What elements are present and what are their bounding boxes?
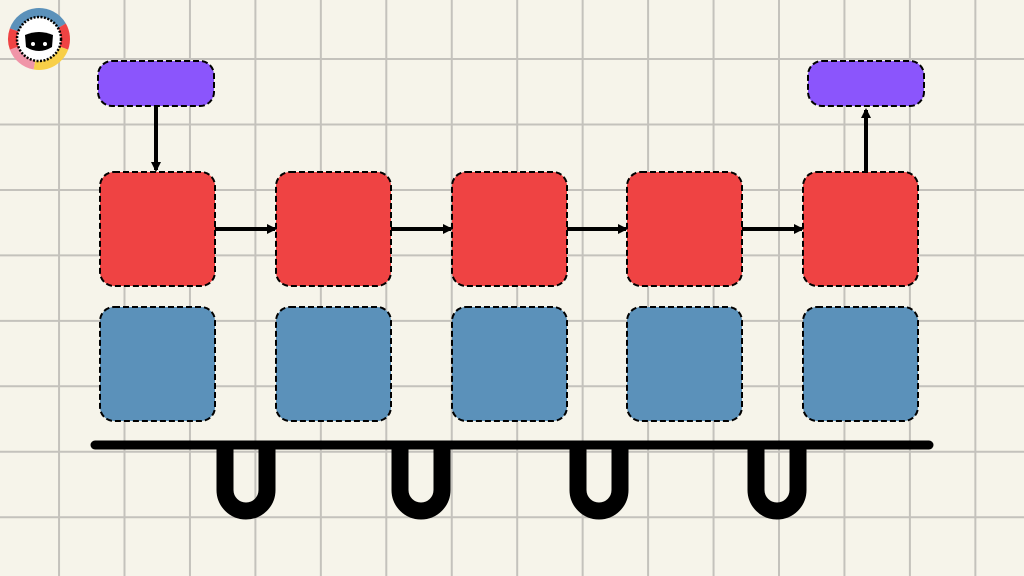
rail-loop: [216, 445, 276, 520]
hidden-state-node: [802, 171, 919, 287]
memory-cell-node: [626, 306, 743, 422]
diagram-nodes: [97, 60, 925, 422]
memory-cell-node: [451, 306, 568, 422]
memory-cell-node: [99, 306, 216, 422]
rail-loop: [569, 445, 629, 520]
diagram-arrows: [151, 106, 871, 234]
logo-sheep-eye: [31, 42, 35, 46]
hidden-state-node: [626, 171, 743, 287]
hidden-state-node: [275, 171, 392, 287]
hidden-state-node: [451, 171, 568, 287]
rail-loop: [391, 445, 451, 520]
rail-loop: [747, 445, 807, 520]
memory-cell-node: [802, 306, 919, 422]
loop-rail: [90, 440, 934, 520]
memory-cell-node: [275, 306, 392, 422]
sheep-logo-icon: [7, 8, 70, 70]
logo-sheep-face: [25, 32, 53, 51]
output-node: [807, 60, 925, 107]
logo-sheep-eye: [43, 42, 47, 46]
hidden-state-node: [99, 171, 216, 287]
input-node: [97, 60, 215, 107]
